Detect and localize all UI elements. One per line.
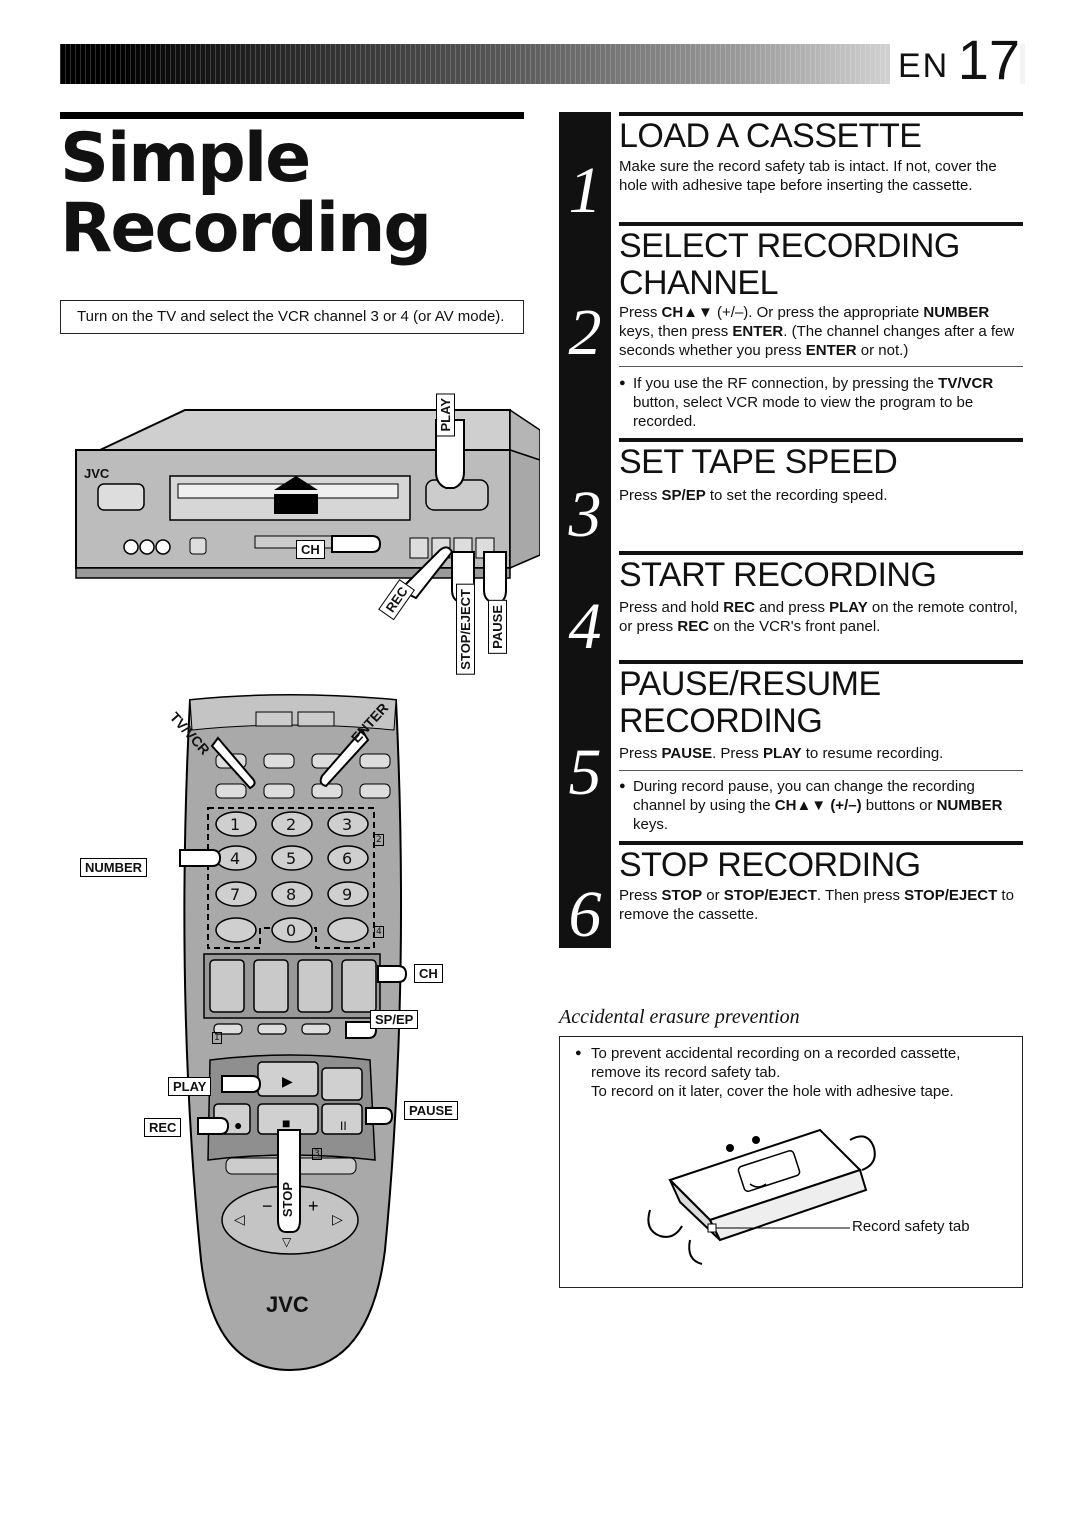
key-3: 3 [342,815,353,834]
cassette-illustration [647,1128,876,1265]
step-3-rule [619,438,1023,442]
title-rule [60,112,524,119]
accidental-box [559,1036,1023,1288]
step-4-rule [619,551,1023,555]
step-3-heading: SET TAPE SPEED [619,443,898,481]
remote-number-label: NUMBER [80,858,148,877]
language-code: EN [898,47,950,85]
svg-text:▷: ▷ [332,1211,343,1227]
remote-ch-label: CH [414,964,443,983]
record-safety-tab-label: Record safety tab [852,1218,970,1235]
key-6: 6 [342,849,353,868]
step-5-note: During record pause, you can change the … [619,777,1019,834]
step-2-number: 2 [568,296,602,369]
vcr-illustration [75,408,540,603]
svg-text:●: ● [234,1117,242,1133]
vcr-pause-label: PAUSE [488,600,507,654]
remote-stop-label: STOP [280,1182,295,1218]
key-7: 7 [230,885,241,904]
step-5-number: 5 [568,736,602,809]
step-4-heading: START RECORDING [619,556,937,594]
step-2-divider [619,366,1023,367]
svg-text:+: + [308,1196,319,1216]
step-2-rule [619,222,1023,226]
key-4: 4 [230,849,241,868]
step-4-number: 4 [568,590,602,663]
key-9: 9 [342,885,353,904]
step-1-number: 1 [568,154,602,227]
remote-pause-label: PAUSE [404,1101,458,1120]
accidental-bullet: ●To prevent accidental recording on a re… [575,1045,961,1081]
key-2: 2 [286,815,297,834]
vcr-ch-label: CH [296,540,325,559]
marker-3: 3 [312,1148,322,1160]
key-0: 0 [286,921,297,940]
header-bar [60,44,1025,84]
key-8: 8 [286,885,297,904]
marker-1: 1 [212,1032,222,1044]
step-3-number: 3 [568,478,602,551]
intro-box: Turn on the TV and select the VCR channe… [60,300,524,334]
step-1-rule [619,112,1023,116]
svg-text:▶: ▶ [282,1073,293,1089]
step-number-bar [559,112,611,948]
step-6-number: 6 [568,878,602,951]
step-5-text: Press PAUSE. Press PLAY to resume record… [619,745,944,762]
key-1: 1 [230,815,241,834]
step-2-note: If you use the RF connection, by pressin… [619,374,1019,431]
step-6-rule [619,841,1023,845]
marker-2: 2 [374,834,384,846]
remote-brand: JVC [266,1292,309,1317]
remote-illustration: ▶ ■ ● II ◁ ▷ ▽ − + [179,694,408,1372]
step-2-text: Press CH▲▼ (+/–). Or press the appropria… [619,304,1015,359]
key-5: 5 [286,849,297,868]
step-6-text: Press STOP or STOP/EJECT. Then press STO… [619,887,1014,923]
step-5-heading: PAUSE/RESUME RECORDING [619,665,881,740]
step-1-text: Make sure the record safety tab is intac… [619,158,997,194]
svg-text:▽: ▽ [282,1235,292,1249]
svg-text:−: − [262,1196,273,1216]
remote-sp-ep-label: SP/EP [370,1010,419,1029]
step-6-heading: STOP RECORDING [619,846,921,884]
svg-text:◁: ◁ [234,1211,245,1227]
svg-text:II: II [340,1119,347,1133]
step-3-text: Press SP/EP to set the recording speed. [619,487,888,504]
step-2-heading: SELECT RECORDING CHANNEL [619,227,960,302]
step-5-divider [619,770,1023,771]
page-title: Simple Recording [60,119,432,268]
accidental-title: Accidental erasure prevention [559,1006,800,1028]
vcr-play-label: PLAY [436,393,455,437]
page-number-block: EN 17 [890,28,1020,91]
svg-text:■: ■ [282,1115,290,1131]
step-1-heading: LOAD A CASSETTE [619,117,922,155]
accidental-text: ●To prevent accidental recording on a re… [575,1044,1005,1101]
step-5-rule [619,660,1023,664]
step-4-text: Press and hold REC and press PLAY on the… [619,599,1018,635]
vcr-stop-eject-label: STOP/EJECT [456,584,475,675]
page-number: 17 [957,28,1020,91]
remote-play-label: PLAY [168,1077,212,1096]
marker-4: 4 [374,926,384,938]
remote-rec-label: REC [144,1118,182,1137]
accidental-line2: To record on it later, cover the hole wi… [591,1083,954,1100]
vcr-brand: JVC [84,466,110,481]
